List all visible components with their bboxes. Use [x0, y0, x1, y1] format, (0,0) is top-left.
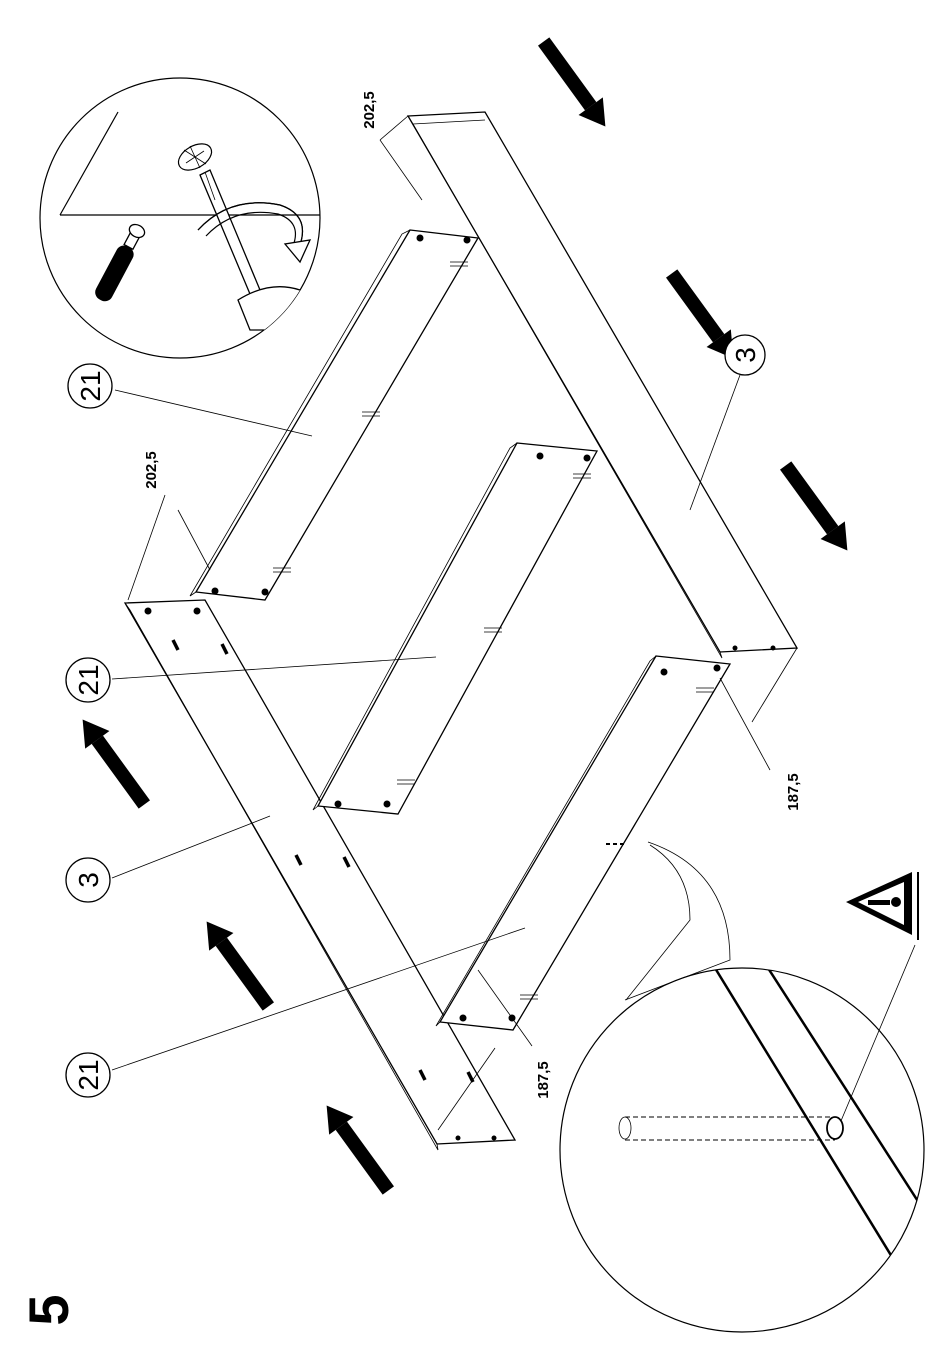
warning-triangle-icon — [838, 872, 918, 1128]
board-21-bottom — [440, 656, 730, 1030]
dimension-bottom-right: 187,5 — [785, 773, 802, 811]
svg-text:187,5: 187,5 — [785, 773, 802, 811]
step-number-label: 5 — [17, 1294, 80, 1325]
step-number: 5 — [17, 1294, 80, 1325]
dimension-top-left: 202,5 — [143, 451, 160, 489]
svg-text:202,5: 202,5 — [361, 91, 378, 129]
callout-part-3-left: 3 — [66, 858, 110, 902]
dimension-top-right: 202,5 — [361, 91, 378, 129]
svg-text:3: 3 — [73, 872, 104, 888]
svg-text:202,5: 202,5 — [143, 451, 160, 489]
board-21-top — [196, 230, 478, 600]
svg-text:21: 21 — [73, 664, 104, 695]
dimension-bottom-middle: 187,5 — [535, 1061, 552, 1099]
board-21-middle — [318, 443, 597, 814]
svg-text:3: 3 — [730, 347, 761, 363]
callout-part-21-bottom: 21 — [66, 1053, 110, 1097]
assembly-boards — [125, 112, 797, 1150]
screwdriver-detail-icon — [40, 78, 320, 358]
callout-part-21-middle: 21 — [66, 658, 110, 702]
callout-part-21-top: 21 — [68, 364, 112, 408]
svg-text:21: 21 — [73, 1059, 104, 1090]
callout-part-3-right: 3 — [725, 335, 765, 375]
svg-text:187,5: 187,5 — [535, 1061, 552, 1099]
svg-text:21: 21 — [75, 370, 106, 401]
